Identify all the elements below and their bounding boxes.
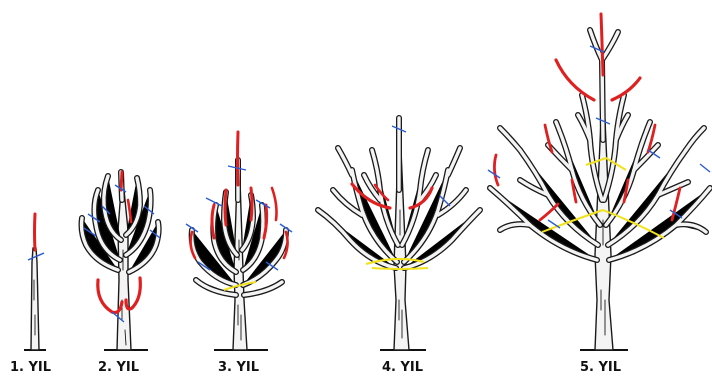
trunk-5 — [595, 120, 613, 350]
tree-year-2 — [82, 172, 161, 350]
stage-label-year-1: 1. YIL — [10, 360, 51, 375]
stage-label-year-4: 4. YIL — [382, 360, 423, 375]
tree-year-3 — [186, 132, 292, 350]
stage-label-year-5: 5. YIL — [580, 360, 621, 375]
stage-label-year-2: 2. YIL — [98, 360, 139, 375]
prune-mark-red — [35, 214, 36, 250]
tree-year-1 — [24, 214, 46, 350]
tree-year-5 — [488, 14, 710, 350]
tree-year-4 — [318, 118, 480, 350]
stage-label-year-3: 3. YIL — [218, 360, 259, 375]
